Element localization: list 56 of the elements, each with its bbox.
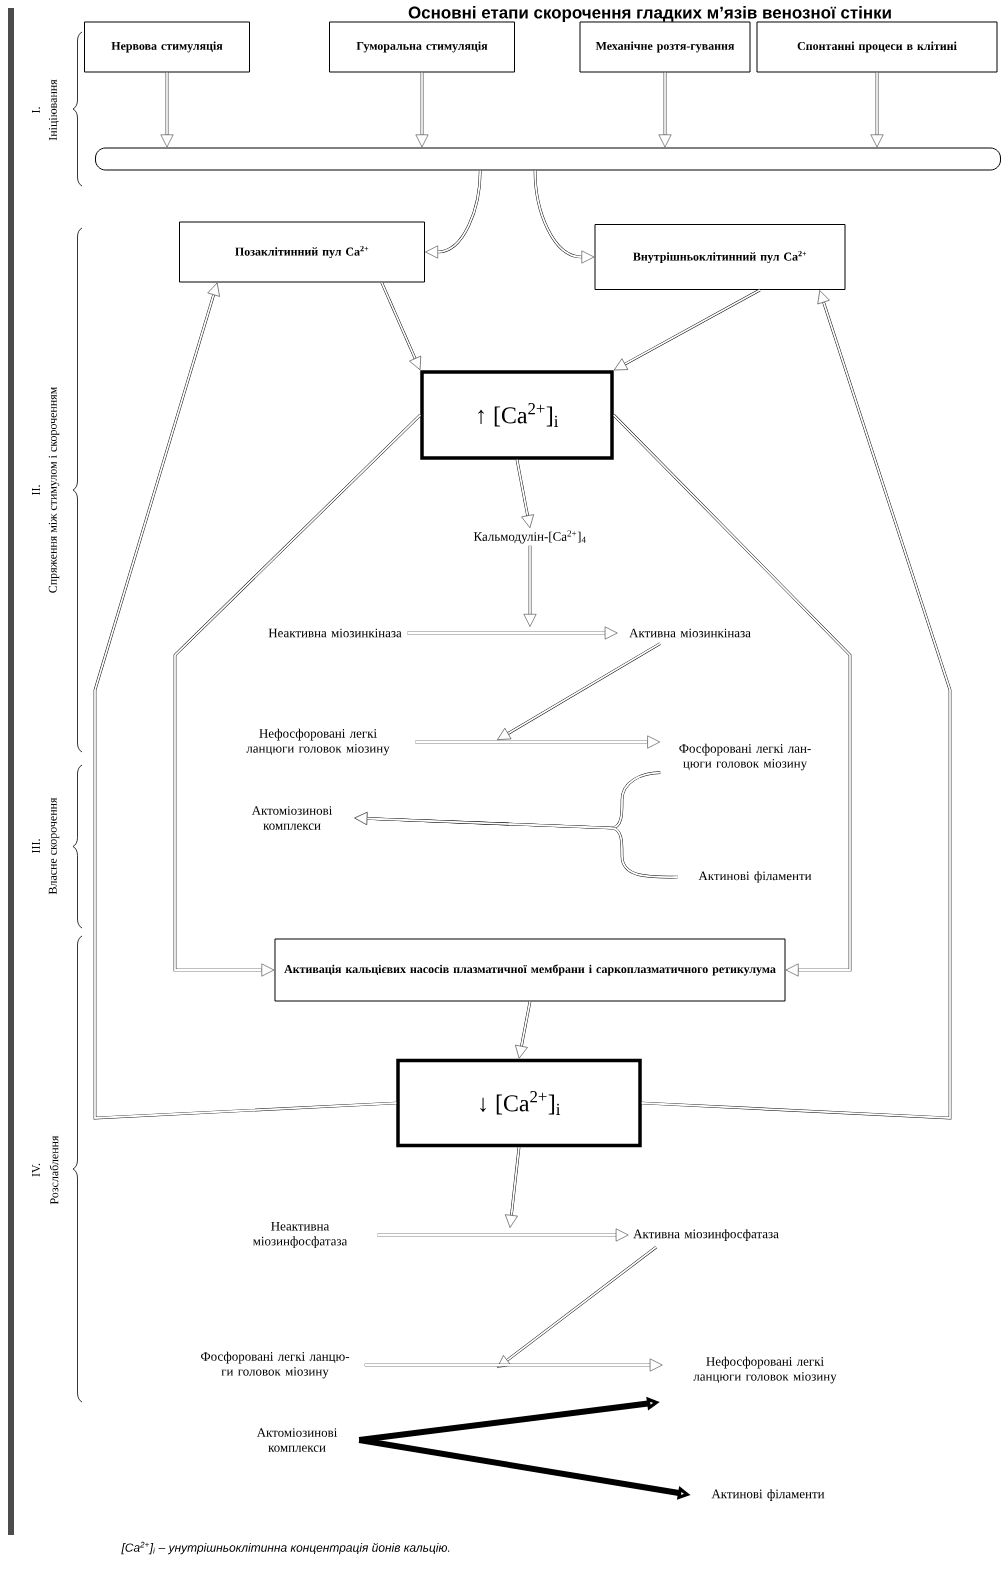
arrow xyxy=(613,288,761,371)
arrow xyxy=(515,1000,532,1059)
stage-label: Спряження між стимулом і скороченням xyxy=(48,387,60,593)
stage-label: Власне скорочення xyxy=(48,797,60,895)
arrow xyxy=(93,282,398,1120)
arrow xyxy=(406,626,618,640)
arrow xyxy=(414,735,661,749)
stage-label: II. xyxy=(32,485,40,496)
process-label: Кальмодулін-[Ca$^{2+}$]$_{4}$ xyxy=(473,530,586,544)
stage-label: Ініціювання xyxy=(48,79,60,141)
stage-label: III. xyxy=(32,839,40,854)
process-box: Гуморальна стимуляція xyxy=(329,21,515,73)
arrow xyxy=(160,71,174,148)
arrow xyxy=(523,544,537,627)
process-box: Позаклітинний пул Ca$^{2+}$ xyxy=(179,221,425,283)
process-box: Внутрішньоклітинний пул Ca$^{2+}$ xyxy=(594,224,846,290)
arrow xyxy=(173,414,422,977)
arrow xyxy=(354,812,679,879)
process-label: Неактивна міозинкіназа xyxy=(268,628,402,638)
arrow xyxy=(497,642,661,740)
arrow xyxy=(415,71,429,148)
arrow xyxy=(658,71,672,148)
process-label: Фосфоровані легкі ланцю-ги головок міозину xyxy=(201,1351,350,1379)
arrow xyxy=(380,281,421,371)
process-label: Неактивна міозинфосфатаза xyxy=(253,1221,348,1249)
arrow xyxy=(497,1246,658,1368)
process-label: Фосфоровані легкі лан-цюги головок міозину xyxy=(679,743,811,771)
arrow xyxy=(612,414,852,977)
process-box: Нервова стимуляція xyxy=(84,21,250,73)
concentration-box: ↑ [Ca$^{2+}$]$_{i}$ xyxy=(420,370,614,460)
process-label: Актоміозинові комплекси xyxy=(256,1428,338,1452)
title: Основні етапи скорочення гладких м’язів венозної стінки xyxy=(408,6,891,22)
process-box: Спонтанні процеси в клітині xyxy=(756,21,998,73)
process-label: Активна міозинфосфатаза xyxy=(633,1229,779,1241)
arrow xyxy=(363,1358,663,1372)
arrow xyxy=(376,1228,629,1242)
process-label: Актинові філаменти xyxy=(711,1489,825,1501)
process-label: Нефосфоровані легкі ланцюги головок міозину xyxy=(693,1356,837,1384)
arrow xyxy=(640,290,952,1120)
stage-label: Розслаблення xyxy=(49,1135,59,1205)
stage-label: IV. xyxy=(32,1163,40,1177)
process-box: Активація кальцієвих насосів плазматичної мембрани і саркоплазматичного ретикулума xyxy=(274,938,786,1002)
stage-label: I. xyxy=(32,107,40,114)
collector-bar xyxy=(95,147,1001,171)
process-label: Актинові філаменти xyxy=(698,871,812,883)
concentration-box: ↓ [Ca$^{2+}$]$_{i}$ xyxy=(396,1058,642,1148)
arrow xyxy=(870,71,884,148)
arrow xyxy=(533,169,595,264)
arrow xyxy=(515,458,534,528)
process-label: Нефосфоровані легкі ланцюги головок міозину xyxy=(246,728,390,756)
footnote: [Ca$^{2+}$]$_{i}$ – унутрішньоклітинна концентрація йонів кальцію. xyxy=(121,1541,450,1555)
process-label: Активна міозинкіназа xyxy=(629,628,751,638)
process-label: Актоміозинові комплекси xyxy=(251,806,333,830)
arrow xyxy=(425,169,482,259)
arrow xyxy=(505,1146,521,1228)
process-box: Механічне розтя-гування xyxy=(579,21,751,73)
